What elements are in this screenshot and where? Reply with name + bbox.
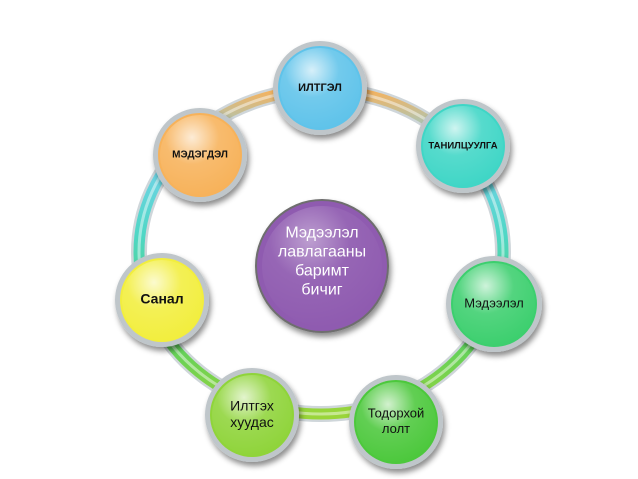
label-line: Мэдээлэл — [285, 225, 358, 242]
label-line: Мэдээлэл — [464, 295, 524, 310]
label-line: лолт — [382, 421, 410, 436]
label-line: ТАНИЛЦУУЛГА — [428, 141, 497, 152]
node-tanilcuulga: ТАНИЛЦУУЛГА — [416, 99, 510, 193]
label-line: лавлагааны — [278, 244, 366, 261]
node-label-tanilcuulga: ТАНИЛЦУУЛГА — [428, 141, 497, 152]
center-node: Мэдээлэл лавлагааны баримт бичиг — [255, 199, 389, 333]
label-line: ИЛТГЭЛ — [298, 82, 342, 94]
node-iltgel: ИЛТГЭЛ — [273, 41, 367, 135]
label-line: МЭДЭГДЭЛ — [172, 150, 228, 161]
label-line: Санал — [140, 291, 183, 307]
label-line: хуудас — [230, 414, 274, 430]
label-line: Тодорхой — [368, 406, 425, 421]
node-medeelel: Мэдээлэл — [446, 256, 542, 352]
node-sanal: Санал — [115, 253, 209, 347]
node-label-sanal: Санал — [140, 291, 183, 307]
node-label-iltgel: ИЛТГЭЛ — [298, 82, 342, 94]
label-line: Илтгэх — [230, 397, 274, 413]
label-line: баримт — [295, 263, 350, 280]
node-label-medegdel: МЭДЭГДЭЛ — [172, 150, 228, 161]
node-medegdel: МЭДЭГДЭЛ — [153, 108, 247, 202]
center-label: Мэдээлэл лавлагааны баримт бичиг — [278, 225, 366, 299]
node-label-medeelel: Мэдээлэл — [464, 295, 524, 310]
label-line: бичиг — [301, 282, 342, 299]
